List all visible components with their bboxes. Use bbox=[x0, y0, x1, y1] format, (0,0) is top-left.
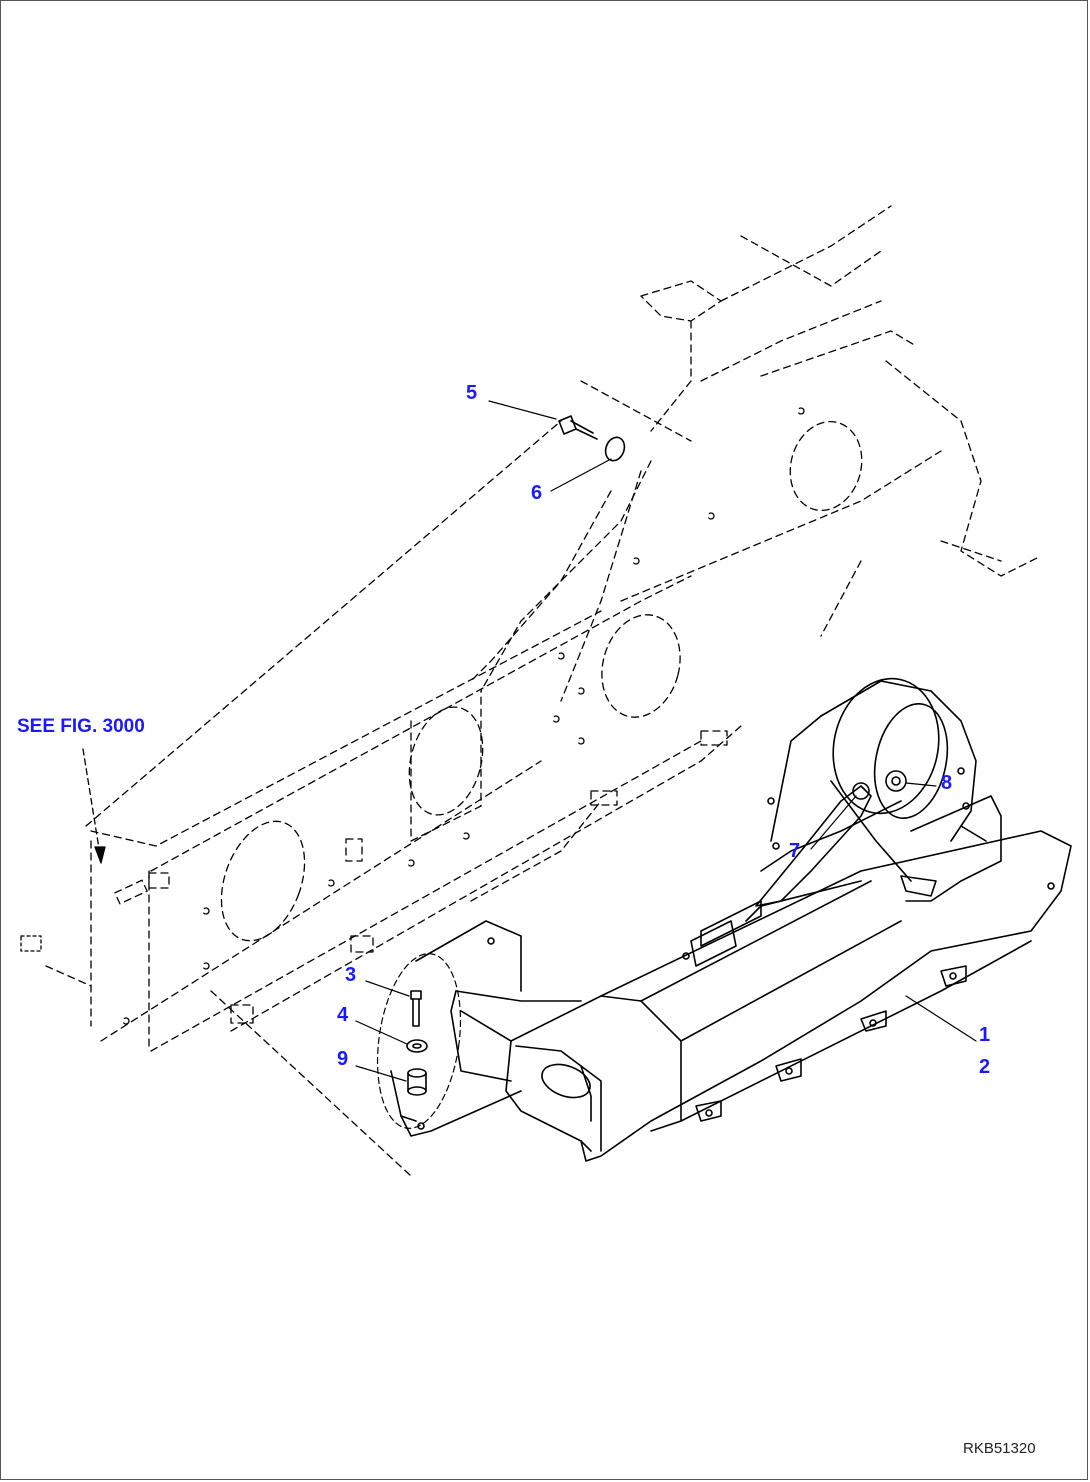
callout-2[interactable]: 2 bbox=[979, 1056, 991, 1078]
callout-3[interactable]: 3 bbox=[345, 964, 357, 986]
axle-housing-part bbox=[505, 830, 1072, 1162]
callout-6[interactable]: 6 bbox=[531, 482, 543, 504]
bolt-part-3 bbox=[410, 990, 422, 1027]
drawing-code: RKB51320 bbox=[963, 1440, 1036, 1457]
support-bracket bbox=[376, 920, 582, 1137]
link-arm-part-7 bbox=[682, 782, 872, 967]
leader-lines bbox=[355, 400, 977, 1082]
rear-flange-housing bbox=[760, 677, 1055, 902]
spacer-part-9 bbox=[407, 1068, 427, 1096]
callout-1[interactable]: 1 bbox=[979, 1024, 991, 1046]
washer-part-4 bbox=[406, 1039, 428, 1053]
callout-5[interactable]: 5 bbox=[466, 382, 478, 404]
callout-7[interactable]: 7 bbox=[789, 840, 801, 862]
reference-arrow bbox=[82, 748, 106, 864]
bolt-part-5 bbox=[558, 415, 598, 440]
reference-label[interactable]: SEE FIG. 3000 bbox=[17, 716, 145, 737]
oring-part-6 bbox=[604, 436, 626, 462]
phantom-main-frame bbox=[20, 205, 1042, 1177]
nut-part-8 bbox=[885, 770, 907, 792]
callout-9[interactable]: 9 bbox=[337, 1048, 349, 1070]
callout-8[interactable]: 8 bbox=[941, 772, 953, 794]
callout-4[interactable]: 4 bbox=[337, 1004, 349, 1026]
